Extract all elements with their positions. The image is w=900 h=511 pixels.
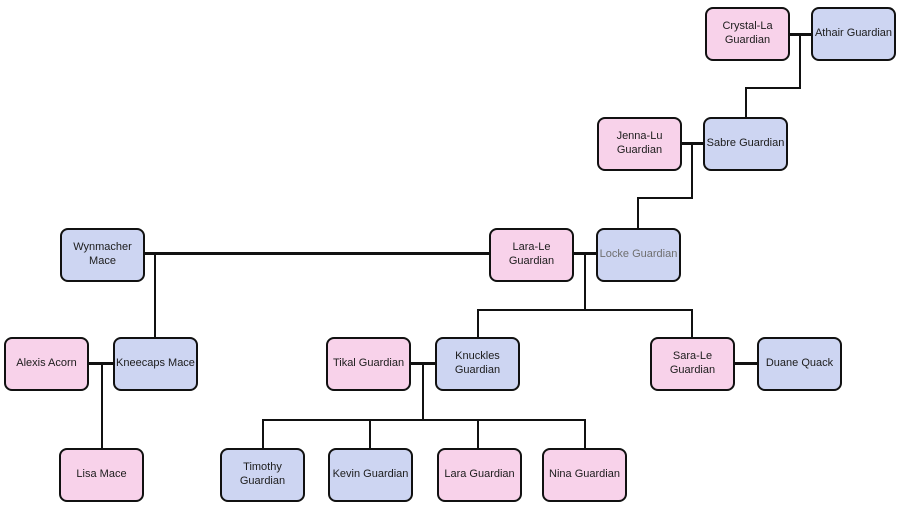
person-name: Nina Guardian <box>549 468 620 481</box>
child-connector-segment <box>584 420 586 449</box>
person-name: Locke Guardian <box>599 248 678 261</box>
person-node-alexis-acorn[interactable]: Alexis Acorn <box>4 337 89 391</box>
child-connector-segment <box>477 310 479 338</box>
person-name: Kevin Guardian <box>332 468 409 481</box>
person-name: Tikal Guardian <box>332 357 405 370</box>
person-name: Athair Guardian <box>814 27 893 40</box>
person-name: Sara-Le Guardian <box>669 350 716 376</box>
person-node-jenna-lu-guardian[interactable]: Jenna-Lu Guardian <box>597 117 682 171</box>
child-connector-segment <box>262 420 264 449</box>
spouse-connector-segment <box>409 362 437 365</box>
child-connector-segment <box>262 419 586 421</box>
person-node-sabre-guardian[interactable]: Sabre Guardian <box>703 117 788 171</box>
person-node-locke-guardian[interactable]: Locke Guardian <box>596 228 681 282</box>
person-name: Lisa Mace <box>76 468 127 481</box>
person-name: Sabre Guardian <box>706 137 785 150</box>
person-node-kneecaps-mace[interactable]: Kneecaps Mace <box>113 337 198 391</box>
person-name: Duane Quack <box>765 357 834 370</box>
child-connector-segment <box>422 364 424 421</box>
spouse-connector-segment <box>733 362 759 365</box>
person-name: Lara-Le Guardian <box>508 241 555 267</box>
person-node-lisa-mace[interactable]: Lisa Mace <box>59 448 144 502</box>
spouse-connector-segment <box>89 362 115 365</box>
child-connector-segment <box>745 88 747 118</box>
child-connector-segment <box>477 309 693 311</box>
child-connector-segment <box>637 197 693 199</box>
child-connector-segment <box>154 254 156 338</box>
person-node-duane-quack[interactable]: Duane Quack <box>757 337 842 391</box>
spouse-connector-segment <box>680 142 705 145</box>
person-node-knuckles-guardian[interactable]: Knuckles Guardian <box>435 337 520 391</box>
person-node-athair-guardian[interactable]: Athair Guardian <box>811 7 896 61</box>
person-node-lara-le-guardian[interactable]: Lara-Le Guardian <box>489 228 574 282</box>
child-connector-segment <box>101 364 103 449</box>
child-connector-segment <box>637 198 639 229</box>
person-node-sara-le-guardian[interactable]: Sara-Le Guardian <box>650 337 735 391</box>
person-name: Lara Guardian <box>444 468 515 481</box>
child-connector-segment <box>691 144 693 199</box>
child-connector-segment <box>799 34 801 89</box>
person-node-timothy-guardian[interactable]: Timothy Guardian <box>220 448 305 502</box>
spouse-connector-segment <box>572 252 598 255</box>
child-connector-segment <box>745 87 801 89</box>
person-name: Jenna-Lu Guardian <box>616 130 663 156</box>
child-connector-segment <box>477 420 479 449</box>
person-name: Alexis Acorn <box>16 357 77 370</box>
person-name: Wynmacher Mace <box>73 241 132 267</box>
person-node-nina-guardian[interactable]: Nina Guardian <box>542 448 627 502</box>
person-name: Crystal-La Guardian <box>722 20 773 46</box>
child-connector-segment <box>584 254 586 311</box>
person-name: Kneecaps Mace <box>116 357 195 370</box>
person-node-tikal-guardian[interactable]: Tikal Guardian <box>326 337 411 391</box>
person-node-wynmacher-mace[interactable]: Wynmacher Mace <box>60 228 145 282</box>
child-connector-segment <box>369 420 371 449</box>
person-name: Knuckles Guardian <box>454 350 501 376</box>
spouse-connector-segment <box>143 252 491 255</box>
person-node-crystal-la-guardian[interactable]: Crystal-La Guardian <box>705 7 790 61</box>
child-connector-segment <box>691 310 693 338</box>
person-name: Timothy Guardian <box>239 461 286 487</box>
person-node-kevin-guardian[interactable]: Kevin Guardian <box>328 448 413 502</box>
person-node-lara-guardian[interactable]: Lara Guardian <box>437 448 522 502</box>
